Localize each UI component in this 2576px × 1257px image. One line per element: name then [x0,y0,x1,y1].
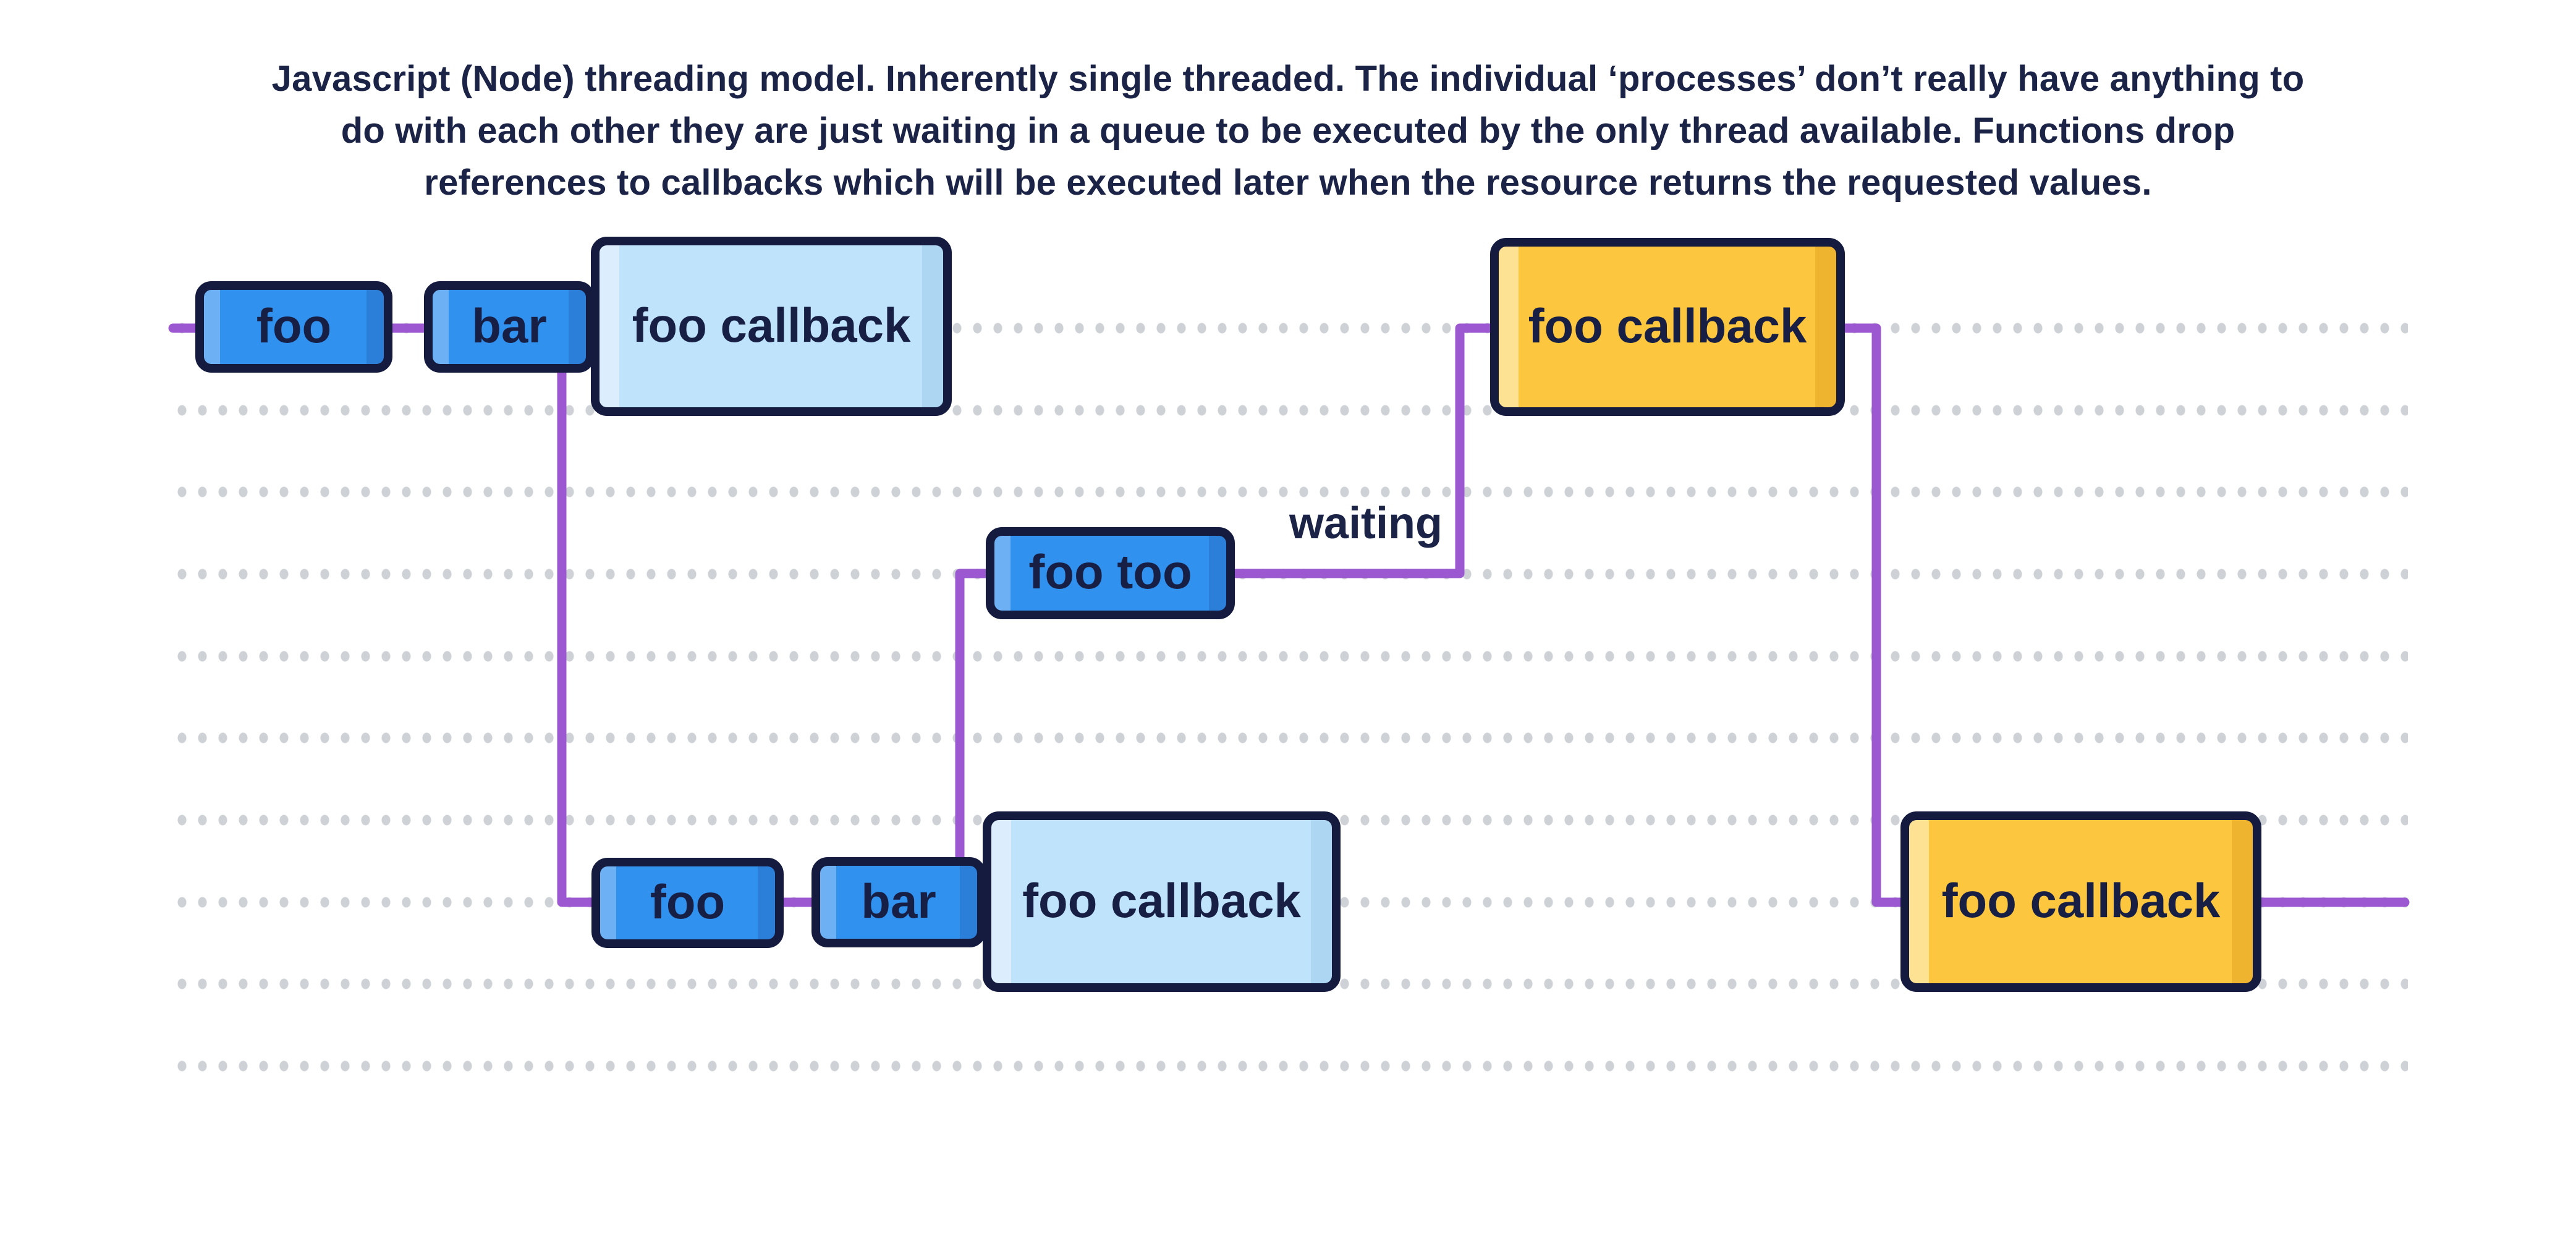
process-box-foo-2-label: foo [650,874,726,929]
process-box-foo-too: foo too [986,527,1235,619]
process-box-foo-too-label: foo too [1028,544,1192,599]
process-box-foo-1-label: foo [256,298,332,353]
process-box-foo-2: foo [591,858,784,948]
queue-lane-dots-5 [172,651,2408,662]
queued-callback-box-2: foo callback [983,811,1341,992]
queue-lane-dots-3 [172,486,2408,497]
executed-callback-box-1: foo callback [1490,238,1845,416]
process-box-foo-1: foo [195,281,392,373]
waiting-annotation: waiting [1289,499,1443,548]
process-box-bar-1: bar [424,281,595,373]
queue-lane-dots-6 [172,732,2408,743]
caption-line-1: Javascript (Node) threading model. Inher… [271,59,2305,99]
caption-line-2: do with each other they are just waiting… [341,111,2235,151]
process-box-bar-1-label: bar [472,298,547,353]
executed-callback-box-1-label: foo callback [1528,298,1807,353]
queued-callback-box-1-label: foo callback [632,297,911,352]
thread-segment-waiting-to-callback [1228,323,1516,578]
thread-segment-drop-to-row2 [557,338,1009,907]
diagram-caption: Javascript (Node) threading model. Inher… [0,53,2576,209]
queued-callback-box-2-label: foo callback [1022,873,1301,928]
queue-lane-dots-10 [172,1060,2408,1072]
executed-callback-box-2: foo callback [1900,811,2261,992]
process-box-bar-2-label: bar [861,873,936,928]
process-box-bar-2: bar [811,857,986,947]
caption-line-3: references to callbacks which will be ex… [424,163,2152,203]
thread-segment-callback-to-callback [1821,323,1924,907]
queued-callback-box-1: foo callback [591,237,952,416]
executed-callback-box-2-label: foo callback [1941,873,2221,928]
